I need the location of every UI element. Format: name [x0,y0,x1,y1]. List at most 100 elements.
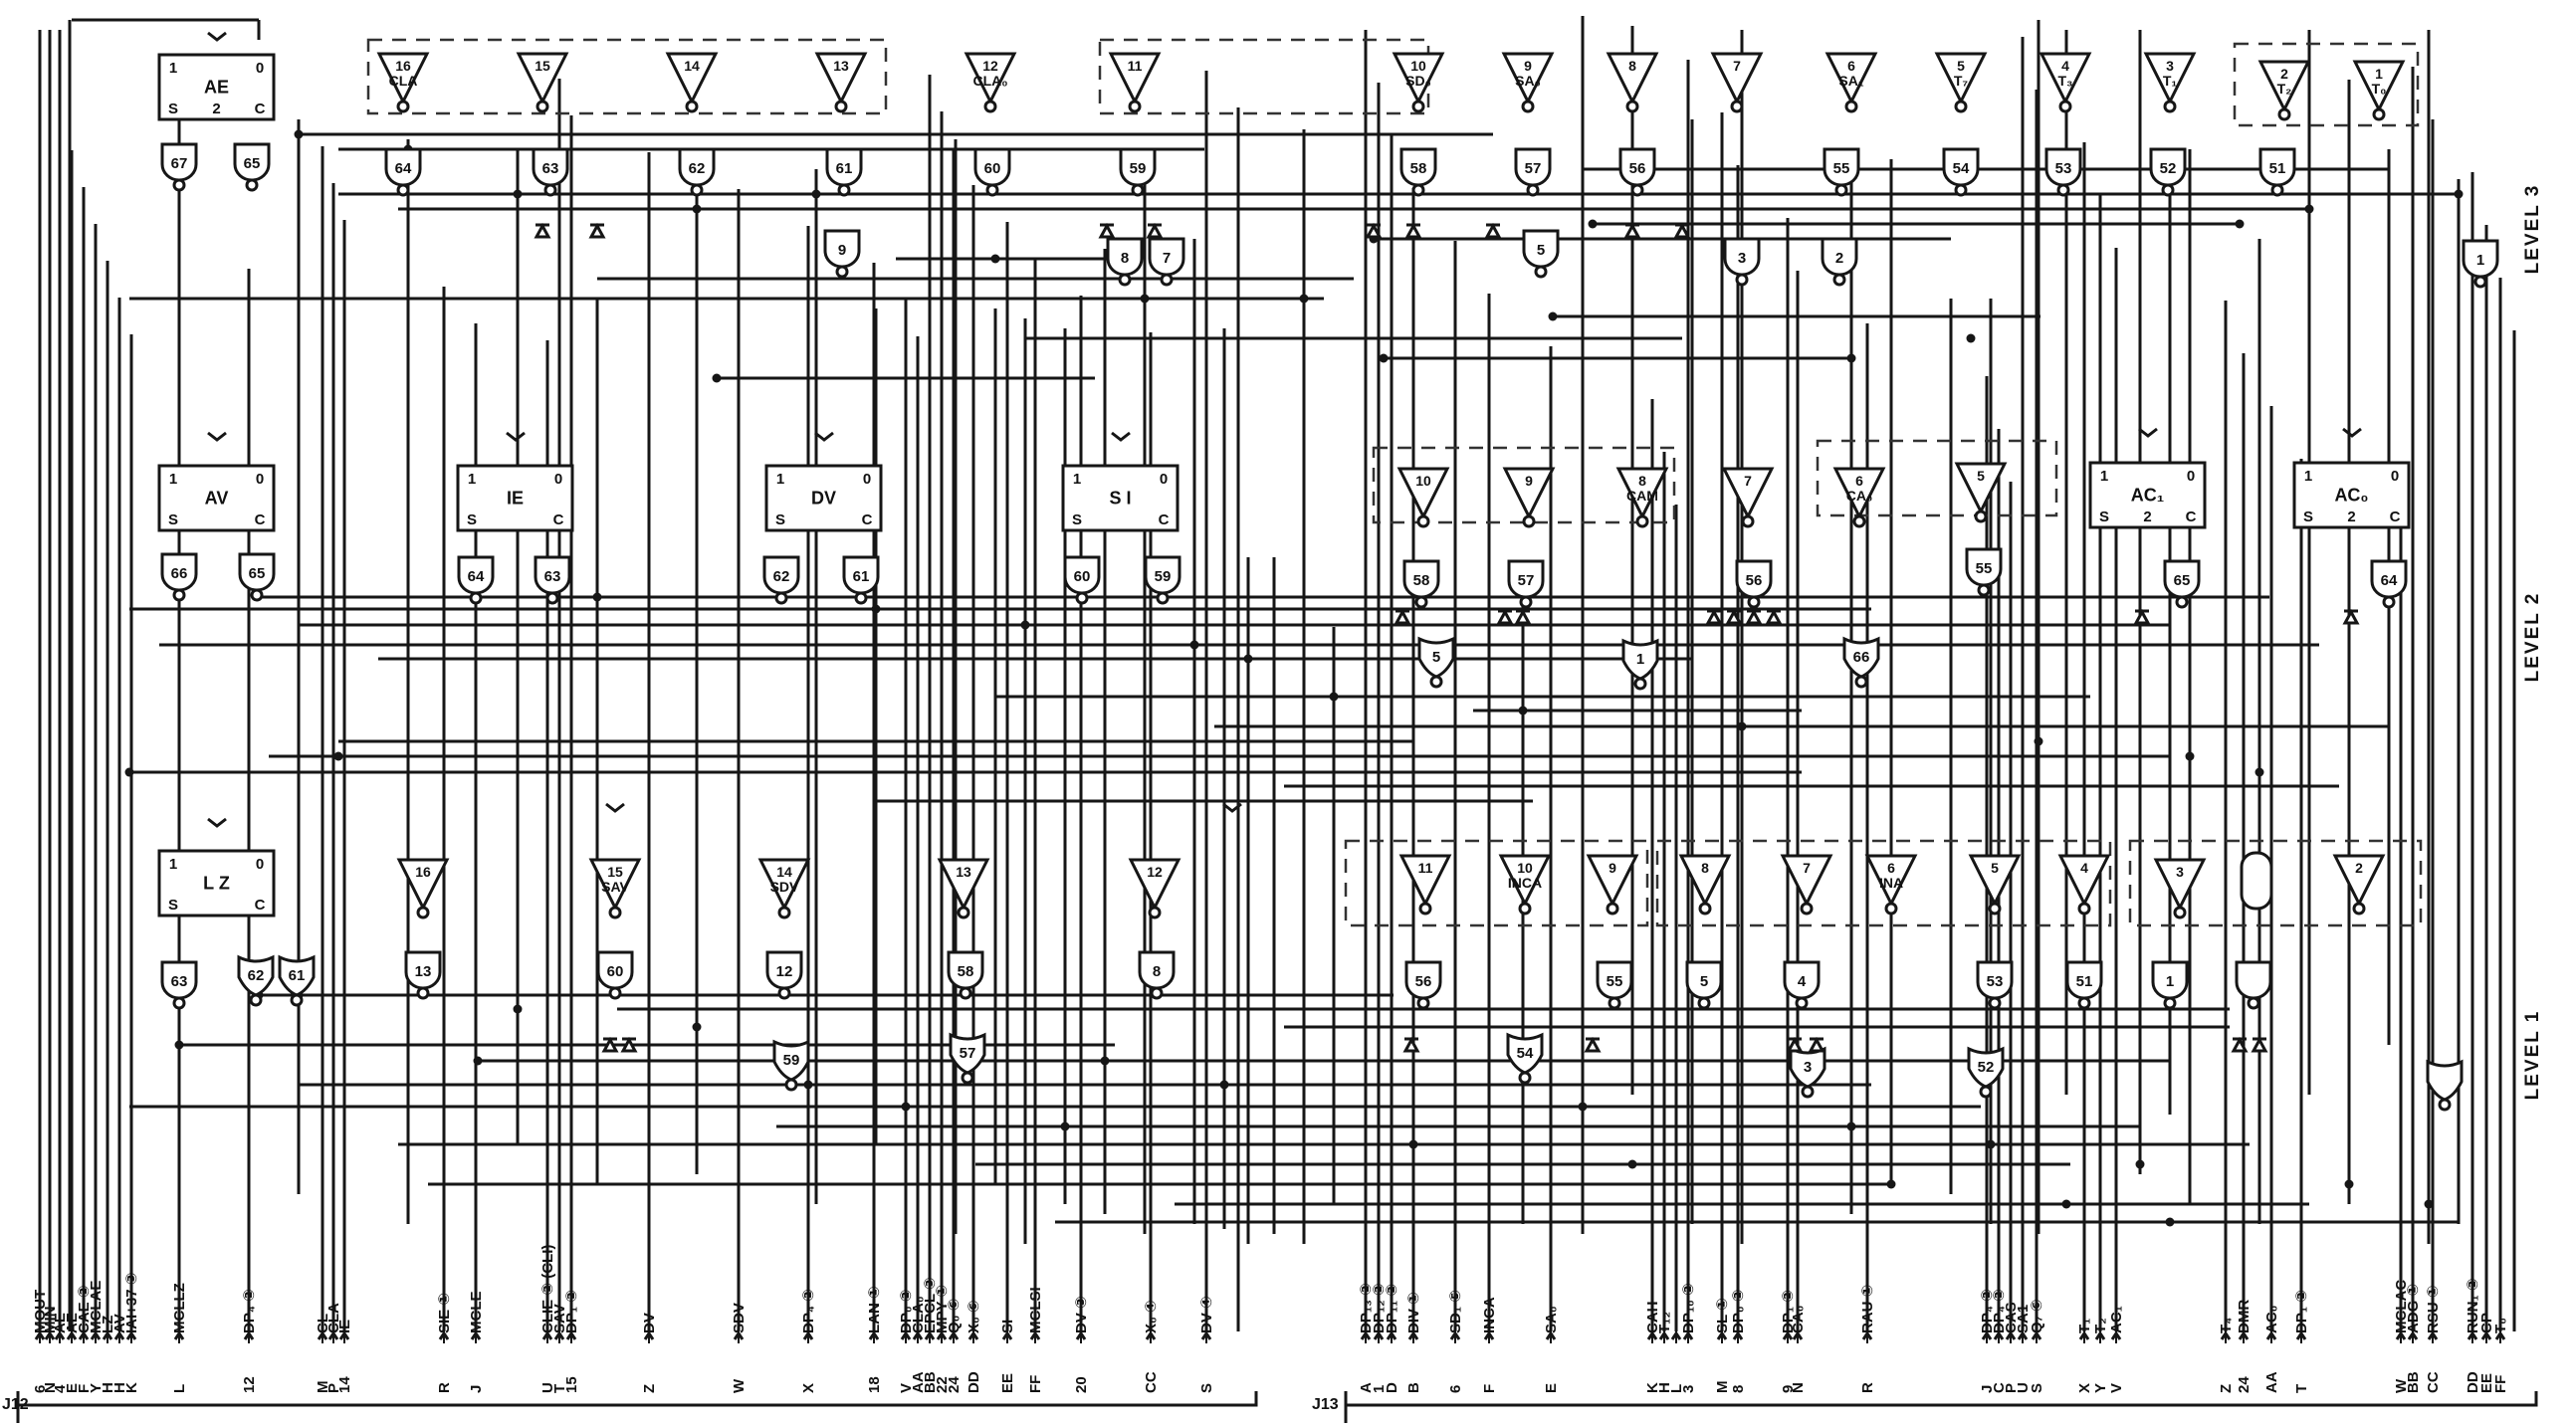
junction-dot [1548,311,1558,321]
flip-flop-body [2088,461,2207,529]
signal-name: ADG ① [2405,1284,2422,1333]
inverter-number: 5 [1977,468,1985,484]
junction-dot [1886,1179,1896,1189]
flip-flop-body [157,849,276,918]
junction-dot [2165,1217,2175,1227]
output-bubble [2077,902,2091,916]
junction-dot [1020,620,1030,630]
arrow-mark [338,1330,350,1340]
signal-name: MCLLZ [171,1283,188,1333]
pullup-mark [814,431,834,442]
diode [1402,1036,1420,1053]
signal-name: DV ④ [1198,1296,1215,1333]
junction-dot [2424,1199,2434,1209]
pin-label: T [2293,1384,2310,1393]
pin-label: E [1543,1383,1560,1393]
output-bubble [1954,100,1968,113]
pin-label: 20 [1073,1376,1090,1393]
junction-dot [1219,1080,1229,1090]
junction-dot [513,189,523,199]
or-gate: 62 [237,954,275,1007]
ff-pin-s: S [1072,511,1082,528]
diode [1705,608,1723,625]
output-bubble [1416,514,1430,528]
ff-pin-0: 0 [256,471,264,488]
logic-gate: 55 [1596,960,1633,1010]
arrow-mark [66,1330,78,1340]
signal-name: AE [52,1313,69,1333]
gate-number: 57 [1525,160,1542,177]
output-bubble [1635,514,1649,528]
flip-flop-body [2292,461,2411,529]
signal-name: LAN ① [866,1286,883,1333]
output-bubble [2163,996,2177,1010]
logic-gate: 64 [457,555,495,605]
diode [2133,608,2151,625]
inverter-number: 16 [415,864,431,880]
signal-name: AC₀ [2263,1306,2280,1333]
output-bubble [2058,100,2072,113]
gate-number: 56 [1415,973,1432,990]
logic-gate: 1 [2462,239,2499,289]
pin-label: Y [2092,1383,2109,1393]
inverter-signal: SD₀ [1405,73,1431,89]
pin-label: CC [1143,1371,1160,1393]
junction-dot [1588,219,1598,229]
output-bubble [1852,514,1866,528]
pin-label: X [2076,1383,2093,1393]
signal-name: CLA₀ [910,1296,927,1333]
gate-body [1823,147,1860,187]
pin-label: U [2015,1382,2032,1393]
pullup-mark [506,431,526,442]
ff-pin-0: 0 [863,471,871,488]
gate-number: 57 [960,1045,976,1062]
gate-body [1735,559,1773,599]
output-bubble [2173,906,2187,919]
ff-pin-0: 0 [2391,468,2399,485]
ff-pin-c: C [2186,509,2197,525]
ff-name: AV [205,489,229,509]
signal-name: AE [64,1313,81,1333]
inverter-body [1498,854,1552,908]
pin-label: EE [999,1373,1016,1393]
signal-name: MCLAC [2393,1280,2410,1333]
output-bubble [290,993,304,1007]
arrow-mark [173,1330,185,1340]
logic-gate: 60 [973,147,1011,197]
inverter-signal: INCA [1508,875,1542,891]
signal-name: MCLE [468,1292,485,1334]
arrow-mark [1449,1330,1461,1340]
output-bubble [1800,902,1814,916]
arrow-mark [2094,1330,2106,1340]
logic-gate [2235,960,2272,1010]
output-bubble [784,1078,798,1092]
gate-number: 9 [838,242,846,259]
pin-label: 6 [1447,1385,1464,1393]
diode [1404,222,1422,239]
gate-number: 61 [853,568,870,585]
gate-body [1723,237,1761,277]
inverter-body [2352,60,2406,113]
signal-name: DP₄ ② [800,1289,817,1333]
inverter-body [1606,52,1659,105]
junction-dot [1189,640,1199,650]
logic-gate: 5 [1685,960,1723,1010]
connector-j12-label: J12 [2,1396,29,1413]
or-gate: 5 [1417,636,1455,689]
inverter: 16 [396,858,450,919]
dashed-group-box [366,38,888,115]
gate-body [1685,960,1723,1000]
inverter: 15 [516,52,569,113]
output-bubble [396,100,410,113]
output-bubble [834,100,848,113]
pin-label: EE [2478,1373,2495,1393]
signal-name: DV [641,1313,658,1333]
inverter-body [376,52,430,105]
junction-dot [2344,1179,2354,1189]
ff-pin-s: S [467,511,477,528]
logic-gate: 55 [1823,147,1860,197]
arrow-mark [44,1330,56,1340]
inverter: 13 [937,858,990,919]
